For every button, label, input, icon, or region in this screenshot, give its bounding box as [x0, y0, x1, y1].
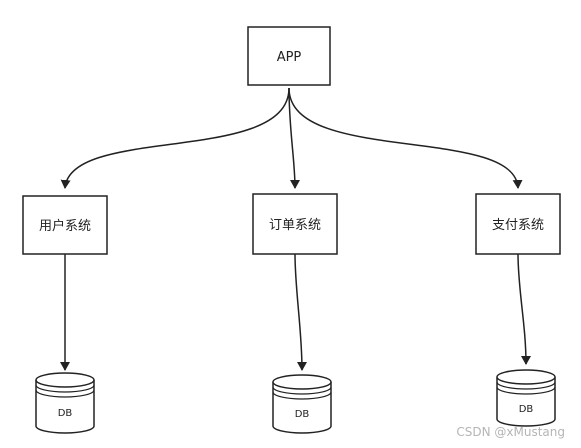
service-node-order: 订单系统: [252, 193, 338, 255]
database-order: DB: [272, 374, 332, 434]
service-node-user: 用户系统: [22, 195, 108, 255]
database-user-label: DB: [58, 408, 73, 419]
connector-order-to-db: [294, 253, 307, 371]
service-node-user-label: 用户系统: [39, 218, 91, 234]
connector-app-to-user: [60, 87, 290, 189]
database-payment: DB: [496, 369, 556, 427]
app-node: APP: [247, 26, 331, 86]
service-node-order-label: 订单系统: [269, 218, 321, 233]
database-user: DB: [35, 372, 95, 434]
connector-payment-to-db: [517, 253, 531, 365]
database-order-label: DB: [295, 409, 310, 420]
service-node-payment: 支付系统: [475, 193, 561, 255]
database-payment-label: DB: [519, 404, 534, 415]
app-node-label: APP: [277, 50, 302, 65]
connector-app-to-payment: [288, 87, 523, 189]
connector-app-to-order: [288, 87, 300, 189]
service-node-payment-label: 支付系统: [492, 218, 544, 233]
watermark: CSDN @xMustang: [456, 425, 565, 439]
